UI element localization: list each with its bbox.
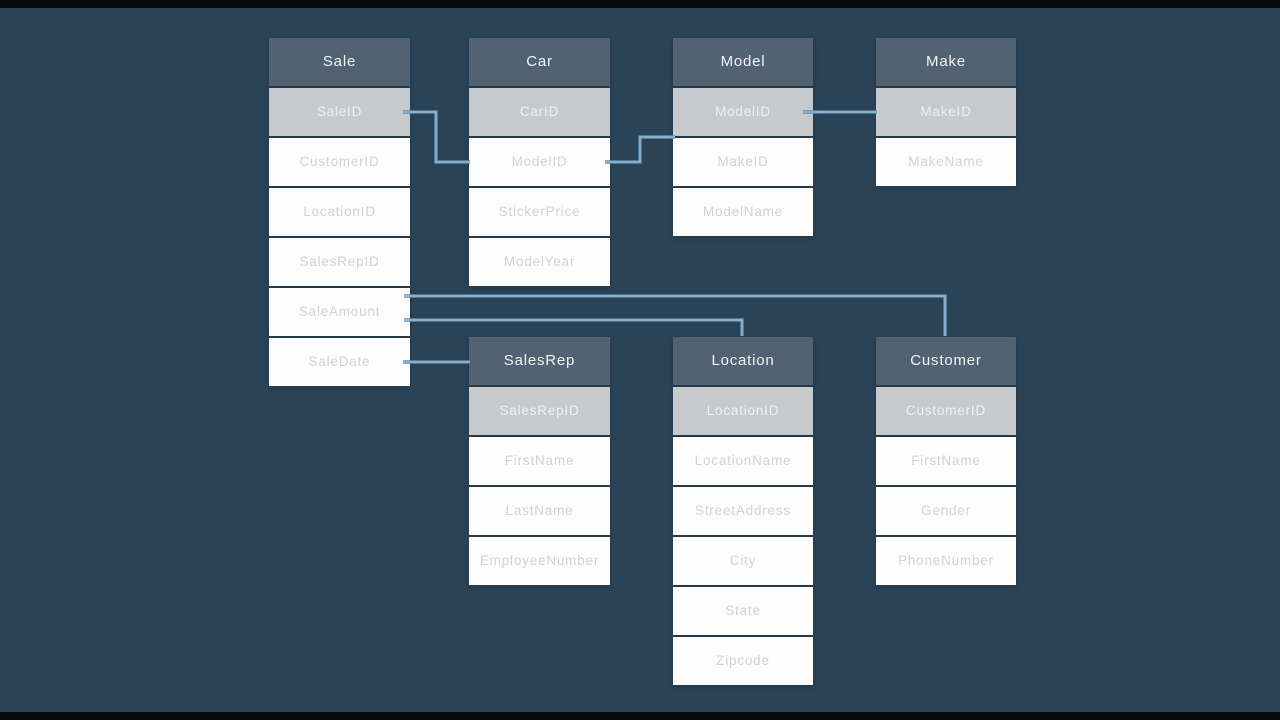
table-title-make: Make [876, 38, 1016, 86]
field-row: ModelID [469, 138, 610, 186]
field-row: SaleDate [269, 338, 410, 386]
table-title-location: Location [673, 337, 813, 385]
field-row: MakeID [673, 138, 813, 186]
key-field-salesrep: SalesRepID [469, 387, 610, 435]
key-field-make: MakeID [876, 88, 1016, 136]
field-row: FirstName [469, 437, 610, 485]
table-title-salesrep: SalesRep [469, 337, 610, 385]
field-row: StickerPrice [469, 188, 610, 236]
field-row: ModelName [673, 188, 813, 236]
field-row: City [673, 537, 813, 585]
table-title-model: Model [673, 38, 813, 86]
key-field-car: CarID [469, 88, 610, 136]
field-row: LastName [469, 487, 610, 535]
field-row: StreetAddress [673, 487, 813, 535]
field-row: FirstName [876, 437, 1016, 485]
field-row: LocationID [269, 188, 410, 236]
field-row: PhoneNumber [876, 537, 1016, 585]
table-title-sale: Sale [269, 38, 410, 86]
field-row: EmployeeNumber [469, 537, 610, 585]
field-row: SaleAmount [269, 288, 410, 336]
field-row: ModelYear [469, 238, 610, 286]
letterbox-top [0, 0, 1280, 8]
field-row: SalesRepID [269, 238, 410, 286]
field-row: LocationName [673, 437, 813, 485]
field-row: State [673, 587, 813, 635]
field-row: MakeName [876, 138, 1016, 186]
letterbox-bottom [0, 712, 1280, 720]
field-row: Zipcode [673, 637, 813, 685]
key-field-location: LocationID [673, 387, 813, 435]
key-field-model: ModelID [673, 88, 813, 136]
table-title-customer: Customer [876, 337, 1016, 385]
field-row: CustomerID [269, 138, 410, 186]
key-field-sale: SaleID [269, 88, 410, 136]
table-title-car: Car [469, 38, 610, 86]
key-field-customer: CustomerID [876, 387, 1016, 435]
field-row: Gender [876, 487, 1016, 535]
